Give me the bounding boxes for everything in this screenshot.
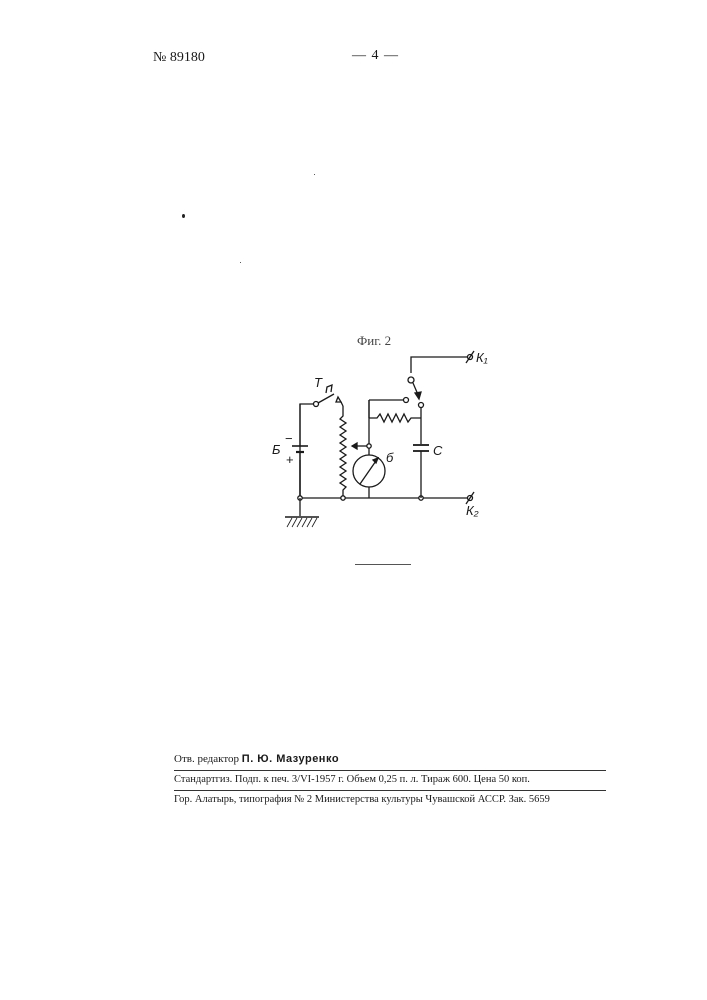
section-divider [355,564,411,565]
label-battery-minus: − [285,431,293,446]
key-lever [318,394,334,403]
label-battery: Б [272,442,281,457]
key-contact-right [336,397,341,402]
label-galvanometer: б [386,450,394,465]
key-contact-left [314,402,319,407]
label-terminal-k2: К₂ [466,503,479,518]
imprint-rule [174,770,606,771]
editor-name: П. Ю. Мазуренко [242,753,339,765]
series-resistor [369,414,421,422]
label-battery-plus: + [286,452,294,467]
label-terminal-k1: К₁ [476,350,488,365]
imprint-rule [174,790,606,791]
editor-label: Отв. редактор [174,753,239,765]
publication-line: Стандартгиз. Подп. к печ. 3/VI-1957 г. О… [174,774,530,785]
switch-pivot [408,377,414,383]
printer-line: Гор. Алатырь, типография № 2 Министерств… [174,794,550,805]
label-capacitor: С [433,443,443,458]
k1-wire [411,357,470,373]
editor-line: Отв. редактор П. Ю. Мазуренко [174,753,339,765]
label-key: Т [314,375,323,390]
potentiometer [340,406,346,498]
key-knob [326,385,332,393]
